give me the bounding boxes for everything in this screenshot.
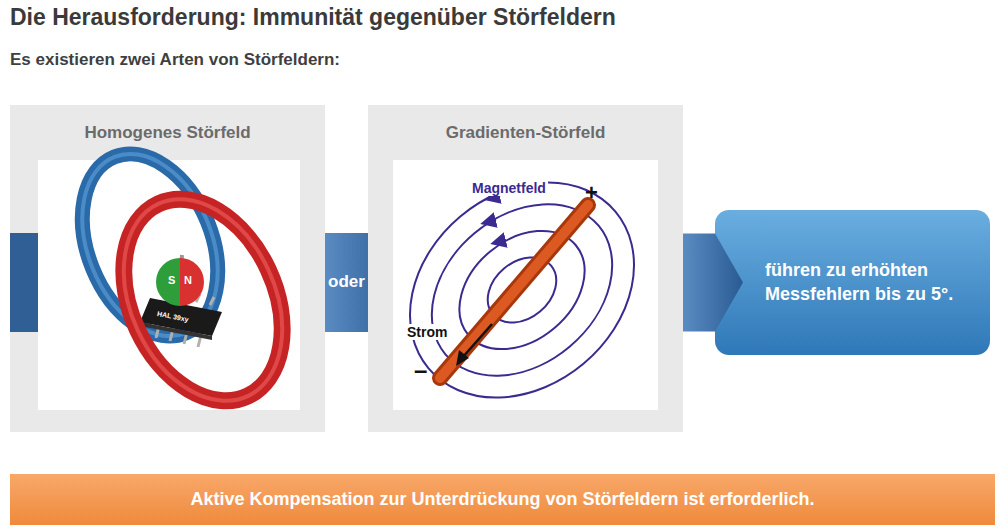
polarity-label: – xyxy=(414,356,427,384)
subtitle: Es existieren zwei Arten von Störfeldern… xyxy=(10,50,340,70)
field-panel-text: Homogenes Störfeld xyxy=(84,122,250,144)
title: Die Herausforderung: Immunität gegenüber… xyxy=(10,4,1000,31)
field-panel-text: Gradienten-Störfeld xyxy=(446,122,606,144)
field-lines xyxy=(367,138,677,442)
result-box: führen zu erhöhten Messfehlern bis zu 5°… xyxy=(715,210,990,355)
band-strip xyxy=(10,233,38,332)
conductor xyxy=(440,205,588,378)
or-band-text: oder xyxy=(328,271,365,293)
or-band: oder xyxy=(325,233,368,332)
conclusion-band-text: Aktive Kompensation zur Unterdrückung vo… xyxy=(190,488,814,511)
field-label: Magnetfeld xyxy=(470,180,548,196)
coil-pair xyxy=(57,134,243,357)
polarity-label: + xyxy=(585,180,598,205)
pole-label: N xyxy=(184,274,192,287)
result-box-text: führen zu erhöhten Messfehlern bis zu 5°… xyxy=(765,259,980,306)
magnet xyxy=(156,255,204,306)
coil-front xyxy=(93,174,313,427)
current-label: Strom xyxy=(405,324,449,340)
pole-label: S xyxy=(168,274,175,287)
conclusion-band: Aktive Kompensation zur Unterdrückung vo… xyxy=(10,474,995,525)
